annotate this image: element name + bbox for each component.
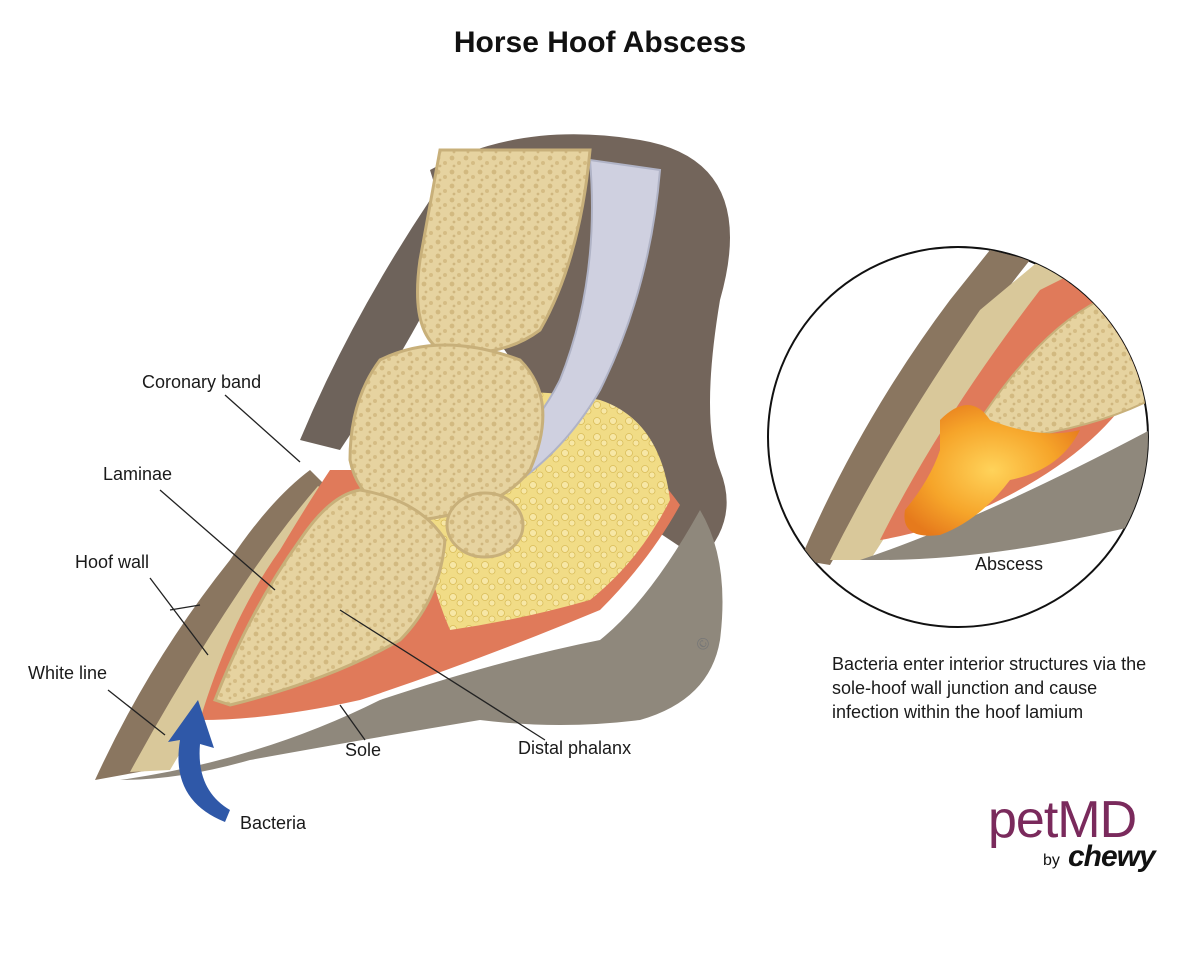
- label-hoof-wall: Hoof wall: [75, 552, 149, 573]
- label-white-line: White line: [28, 663, 107, 684]
- logo-by: by: [1043, 852, 1060, 870]
- navicular-bone: [447, 493, 523, 557]
- abscess-detail-circle: [768, 247, 1160, 627]
- label-sole: Sole: [345, 740, 381, 761]
- logo-partner: chewy: [1068, 840, 1155, 874]
- label-distal-phalanx: Distal phalanx: [518, 738, 631, 759]
- label-bacteria: Bacteria: [240, 813, 306, 834]
- explanation-caption: Bacteria enter interior structures via t…: [832, 652, 1162, 724]
- label-laminae: Laminae: [103, 464, 172, 485]
- petmd-logo: petMD by chewy: [988, 790, 1168, 890]
- label-coronary-band: Coronary band: [142, 372, 261, 393]
- label-abscess: Abscess: [975, 554, 1043, 575]
